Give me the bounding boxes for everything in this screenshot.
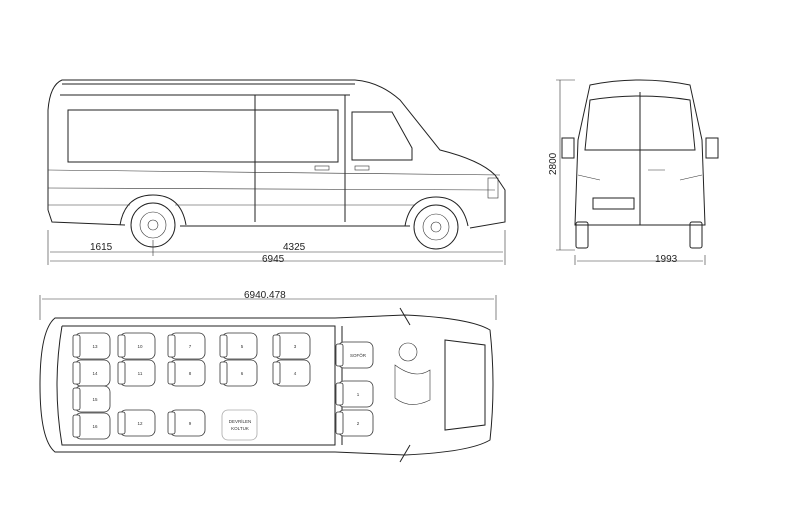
seat-number: 14 [92,371,98,376]
seat: 12 [117,409,156,437]
seat-back [272,361,281,385]
seat: 13 [72,332,111,360]
seat: 8 [167,359,206,387]
seat-number: 11 [138,371,143,376]
seat: 6 [219,359,258,387]
front-view: 2800 1993 [548,79,719,265]
seat: 11 [117,359,156,387]
seat-back [335,343,344,367]
seat-number: 9 [189,421,192,426]
seat: 15 [72,385,111,413]
seat: 7 [167,332,206,360]
seat-number: 12 [137,421,143,426]
dim-height: 2800 [548,152,559,175]
dim-rear-overhang: 1615 [90,242,113,253]
folding-seat-label-2: KOLTUK [231,426,249,431]
seat-number: 3 [294,344,297,349]
dim-overall-length: 6945 [262,254,285,265]
seat-back [117,411,126,435]
seat: 3 [272,332,311,360]
seat-back [219,361,228,385]
seat-number: 1 [357,392,360,397]
seat-number: 16 [92,424,98,429]
seat-number: 2 [357,421,360,426]
seat-back [72,334,81,358]
seat: 2 [335,409,374,437]
seat-number: SOFÖR [350,352,367,358]
seat-number: 10 [137,344,143,349]
seat-number: 6 [241,371,244,376]
folding-seat: DEVRİLEN KOLTUK [221,409,258,441]
dim-wheelbase: 4325 [283,242,306,253]
seat: 14 [72,359,111,387]
seat-back [117,334,126,358]
seat: 5 [219,332,258,360]
seat: 4 [272,359,311,387]
seat-back [272,334,281,358]
seat: 16 [72,412,111,440]
seat-number: 5 [241,344,244,349]
seat-back [335,382,344,406]
side-view: 1615 4325 6945 [47,79,506,265]
seat: 1 [335,380,374,408]
seat: SOFÖR [335,341,374,369]
seat-back [72,361,81,385]
seat-number: 4 [294,371,297,376]
seat-number: 13 [92,344,98,349]
dim-width: 1993 [655,254,678,265]
seat-back [167,334,176,358]
seat-number: 7 [189,344,192,349]
dim-plan-length: 6940.478 [244,290,286,301]
front-wheel [413,204,459,250]
seat-back [167,361,176,385]
seat-back [219,334,228,358]
seat-back [72,387,81,411]
seat-back [117,361,126,385]
seat: 10 [117,332,156,360]
seat-back [335,411,344,435]
seat-number: 15 [92,397,98,402]
seat-back [167,411,176,435]
seat: 9 [167,409,206,437]
folding-seat-label: DEVRİLEN [229,418,252,424]
seat-number: 8 [189,371,192,376]
seat-back [72,414,81,438]
